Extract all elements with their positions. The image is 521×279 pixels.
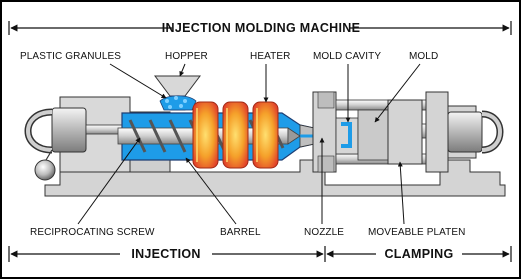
label-reciprocating-screw: RECIPROCATING SCREW [30,227,155,238]
label-hopper: HOPPER [165,51,208,62]
clamping-unit [312,91,504,173]
counterweight-ball [34,159,56,181]
label-moveable-platen: MOVEABLE PLATEN [368,227,465,238]
section-dimension-lines [8,246,512,262]
heater-band [222,101,249,169]
leader-barrel [185,157,237,225]
clamping-cylinder [447,111,483,153]
injection-cylinder [51,107,87,153]
leader-plastic-granules [109,63,167,99]
heater-bands [192,101,279,169]
label-plastic-granules: PLASTIC GRANULES [20,51,121,62]
mold-cavity [341,122,352,148]
heater-band [192,101,219,169]
label-barrel: BARREL [220,227,261,238]
leader-mold [374,63,421,123]
label-mold-cavity: MOLD CAVITY [313,51,381,62]
rear-platen [425,91,449,173]
mold-half-moving [357,109,389,161]
label-mold: MOLD [409,51,438,62]
section-clamping: CLAMPING [384,247,453,261]
leader-hopper [179,63,186,77]
title-dimension-line [8,21,512,35]
diagram-title: INJECTION MOLDING MACHINE [162,21,360,35]
leader-moveable-platen [397,161,405,225]
label-heater: HEATER [250,51,290,62]
section-injection: INJECTION [131,247,200,261]
leader-reciprocating-screw [77,137,141,225]
label-nozzle: NOZZLE [304,227,344,238]
hopper [154,75,201,111]
moveable-platen [387,99,423,165]
